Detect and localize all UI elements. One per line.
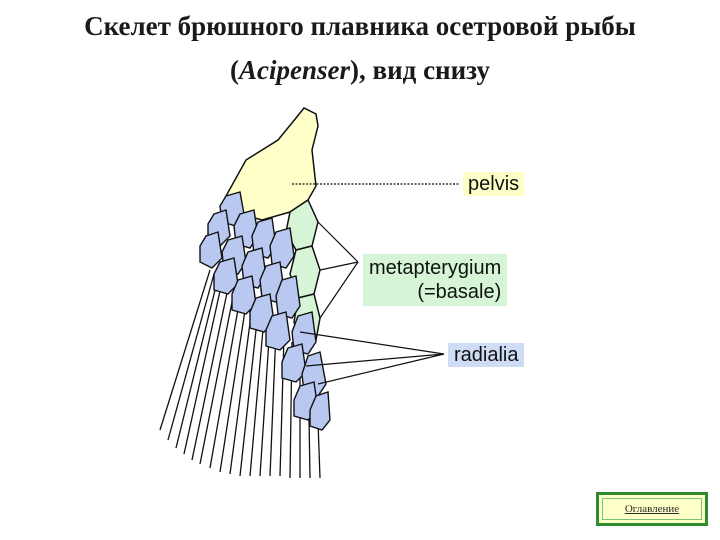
radialia-leader-line-3	[317, 353, 445, 385]
metapterygium-leader-line-1	[317, 221, 359, 263]
title-latin-name: Acipenser	[239, 55, 351, 85]
radialia-leader-line-1	[299, 331, 445, 355]
radialia-label: radialia	[448, 343, 525, 367]
page-title: Скелет брюшного плавника осетровой рыбы …	[0, 4, 720, 92]
radialia	[199, 191, 331, 431]
metapterygium-leader-line-3	[319, 261, 359, 319]
leader-lines	[292, 183, 460, 385]
title-line-1: Скелет брюшного плавника осетровой рыбы	[84, 11, 636, 41]
table-of-contents-link[interactable]: Оглавление	[624, 503, 680, 515]
pelvis-label: pelvis	[463, 172, 525, 196]
radialia-leader-line-2	[305, 353, 445, 367]
basale-label-text: (=basale)	[417, 281, 502, 303]
metapterygium-label-text: metapterygium	[369, 257, 502, 279]
table-of-contents-button[interactable]: Оглавление	[596, 492, 708, 526]
title-line-2: (Acipenser), вид снизу	[230, 55, 490, 85]
metapterygium-leader-line-2	[319, 261, 359, 271]
metapterygium-label: metapterygium (=basale)	[363, 254, 508, 306]
